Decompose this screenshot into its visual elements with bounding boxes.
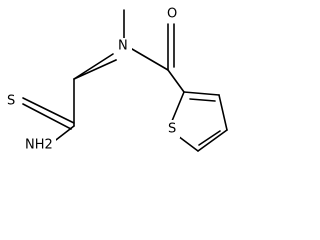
molecule-structure: S NH2 N O S	[5, 5, 228, 154]
atom-thioamide-sulfur: S	[7, 94, 15, 109]
atom-amide-nitrogen: N	[118, 39, 128, 54]
bond-carbonyl-ring	[167, 69, 185, 93]
atom-ring-sulfur: S	[168, 122, 176, 137]
bond-chain-2	[73, 59, 117, 80]
bond-ch2-to-n	[73, 53, 114, 80]
bond-ring-c5-s	[177, 135, 199, 152]
bond-thiocarbonyl-b	[22, 103, 72, 130]
atom-carbonyl-oxygen: O	[167, 7, 177, 22]
bond-n-carbonyl	[131, 48, 169, 71]
bond-thiocarbonyl-a	[22, 97, 75, 124]
atom-amine: NH2	[25, 138, 53, 153]
bond-ring-c3-c4	[218, 94, 228, 131]
bond-ring-double-2	[198, 130, 221, 146]
bond-ring-c4-c5	[197, 129, 228, 152]
bond-ring-s-c2	[171, 91, 185, 122]
bond-ring-double-1	[189, 98, 216, 102]
bond-ring-c2-c3	[183, 91, 220, 96]
